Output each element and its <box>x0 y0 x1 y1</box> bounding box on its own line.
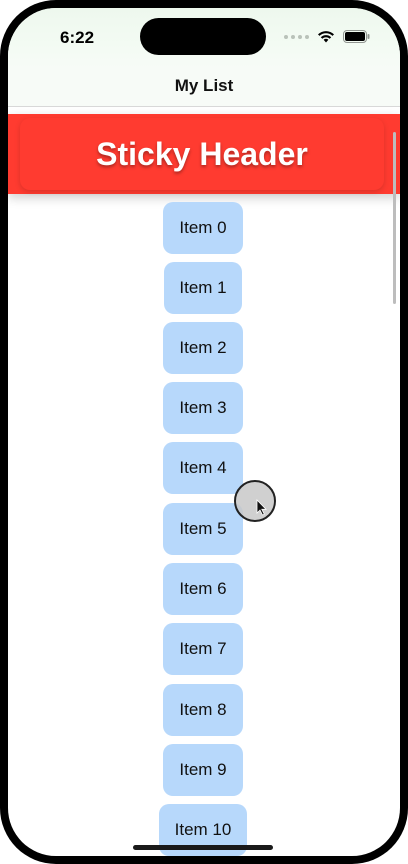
list-item-label: Item 2 <box>179 338 227 357</box>
scroll-indicator[interactable] <box>393 132 396 304</box>
list-item[interactable]: Item 7 <box>163 623 243 675</box>
home-indicator[interactable] <box>133 845 273 850</box>
list-item-label: Item 7 <box>179 639 227 658</box>
status-time: 6:22 <box>60 28 95 47</box>
status-icons <box>284 30 370 43</box>
list-item-label: Item 10 <box>174 820 232 839</box>
list-item[interactable]: Item 6 <box>163 563 243 615</box>
signal-dots-icon <box>284 34 309 39</box>
list-item[interactable]: Item 1 <box>164 262 242 314</box>
wifi-icon <box>318 31 334 43</box>
list-item[interactable]: Item 9 <box>163 744 243 796</box>
status-bar: 6:22 <box>8 8 400 68</box>
sticky-header: Sticky Header <box>8 114 400 194</box>
sticky-header-card: Sticky Header <box>20 118 384 190</box>
navigation-bar: My List <box>8 68 400 107</box>
list-item[interactable]: Item 5 <box>163 503 243 555</box>
list-item[interactable]: Item 0 <box>163 202 243 254</box>
screen: 6:22 My List <box>8 8 400 856</box>
pointer-cursor-icon <box>234 480 276 522</box>
list-item[interactable]: Item 2 <box>163 322 243 374</box>
nav-title: My List <box>174 76 234 95</box>
list-item[interactable]: Item 8 <box>163 684 243 736</box>
battery-icon <box>343 30 370 43</box>
list-item-label: Item 1 <box>179 278 227 297</box>
list-item-label: Item 3 <box>179 398 227 417</box>
sticky-header-title: Sticky Header <box>96 136 308 172</box>
list-item-label: Item 4 <box>179 458 227 477</box>
list-item[interactable]: Item 4 <box>163 442 243 494</box>
list-item-label: Item 8 <box>179 700 227 719</box>
list-item-label: Item 9 <box>179 760 227 779</box>
list-item-label: Item 0 <box>179 218 227 237</box>
dynamic-island <box>140 18 266 55</box>
list-item-label: Item 6 <box>179 579 227 598</box>
list-item-label: Item 5 <box>179 519 227 538</box>
list-item[interactable]: Item 3 <box>163 382 243 434</box>
